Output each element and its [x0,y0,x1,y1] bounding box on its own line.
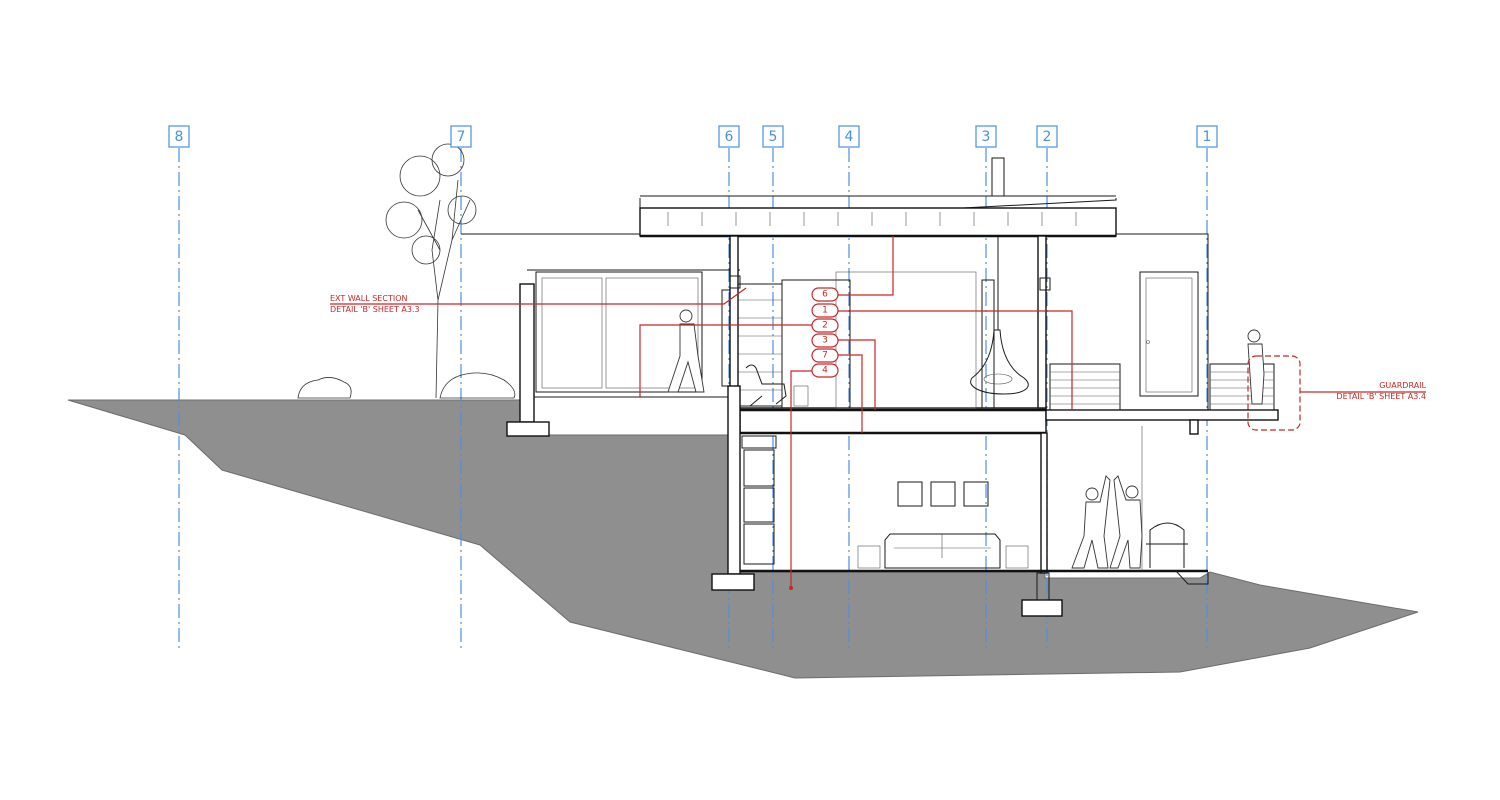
grid-label-4: 4 [838,125,860,148]
grid-label-3: 3 [975,125,997,148]
person-on-deck [1247,329,1265,405]
detail-tag-3: 3 [811,333,839,348]
sliding-door [527,271,728,398]
detail-tag-1-label: 1 [822,306,828,316]
grid-label-2-text: 2 [1043,129,1052,145]
detail-tag-2: 2 [811,318,839,333]
detail-tag-4-label: 4 [822,366,828,376]
detail-tag-6: 6 [811,287,839,302]
grid-label-4-text: 4 [845,129,854,145]
deck-railings [1049,363,1275,411]
detail-tag-7: 7 [811,348,839,363]
detail-tag-7-label: 7 [822,351,828,361]
background-walls [461,233,1209,410]
grid-label-7-text: 7 [457,129,466,145]
grid-label-1-text: 1 [1203,129,1212,145]
right-door [1139,271,1199,397]
grid-label-5-text: 5 [769,129,778,145]
tree [385,143,477,399]
ext-wall-callout-line1: EXT WALL SECTION [330,294,407,303]
detail-tag-6-label: 6 [822,290,828,300]
grid-label-6: 6 [718,125,740,148]
grid-label-2: 2 [1036,125,1058,148]
shrubs [297,372,516,399]
people-high-five [1071,475,1143,569]
hanging-fireplace [970,329,1029,395]
guardrail-callout-line2: DETAIL 'B' SHEET A3.4 [1336,392,1426,401]
roof [639,157,1117,330]
grid-label-8-text: 8 [175,129,184,145]
detail-tag-1: 1 [811,303,839,318]
ext-wall-callout-line2: DETAIL 'B' SHEET A3.3 [330,305,420,314]
detail-tag-2-label: 2 [822,321,828,331]
detail-tag-4: 4 [811,363,839,378]
upper-floor-slab [739,407,1279,435]
guardrail-callout-line1: GUARDRAIL [1379,381,1426,390]
structural-columns [729,235,1051,574]
retaining-wall-left [506,283,550,437]
grid-label-7: 7 [450,125,472,148]
person-walking [667,309,705,393]
grid-label-6-text: 6 [725,129,734,145]
annotation-leaders [330,236,1426,590]
grid-label-3-text: 3 [982,129,991,145]
grid-label-5: 5 [762,125,784,148]
lounge-chair [745,364,809,407]
ground-section-fill [67,399,1419,679]
grid-label-1: 1 [1196,125,1218,148]
grid-label-8: 8 [168,125,190,148]
lower-floor [711,385,1209,617]
detail-tag-3-label: 3 [822,336,828,346]
